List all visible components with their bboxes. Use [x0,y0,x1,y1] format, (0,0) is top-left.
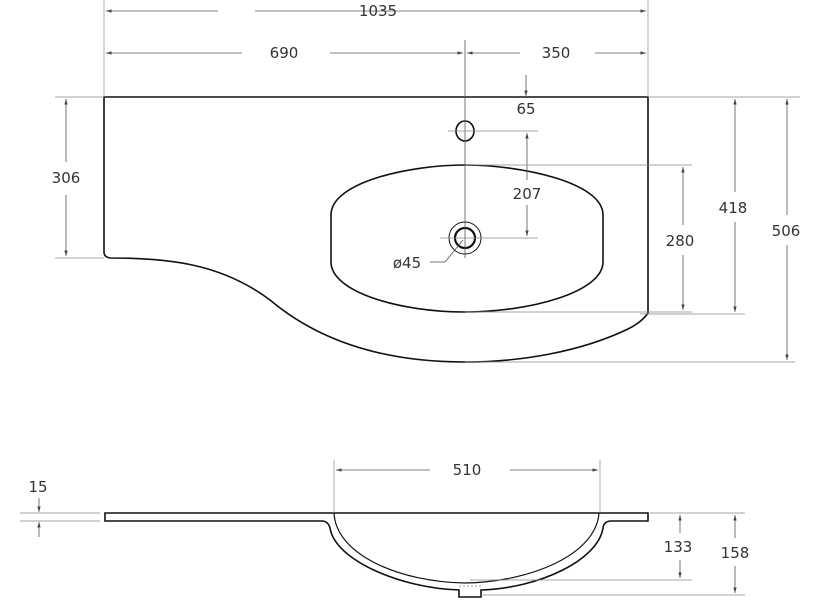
dim-tap-to-right: 350 [542,44,571,62]
dim-slab-thickness: 15 [28,478,47,496]
bowl-inner [333,512,600,584]
dim-bowl-depth: 133 [664,538,693,556]
countertop-outline [103,96,649,363]
dim-right-depth: 418 [719,199,748,217]
dim-basin-depth: 280 [666,232,695,250]
dim-basin-width: 510 [453,461,482,479]
dim-left-to-tap: 690 [270,44,299,62]
dim-tap-offset: 65 [516,100,535,118]
dim-left-depth: 306 [52,169,81,187]
basin-outline [330,164,604,313]
side-view: 510 15 133 158 [20,460,750,598]
dim-max-depth: 506 [772,222,801,240]
top-view: 1035 690 350 65 207 ø45 280 418 [52,0,801,363]
dim-drain-diameter: ø45 [393,254,421,272]
dim-tap-to-drain: 207 [513,185,542,203]
dim-overall-width: 1035 [359,2,397,20]
dim-total-depth: 158 [721,544,750,562]
side-profile [104,512,649,598]
